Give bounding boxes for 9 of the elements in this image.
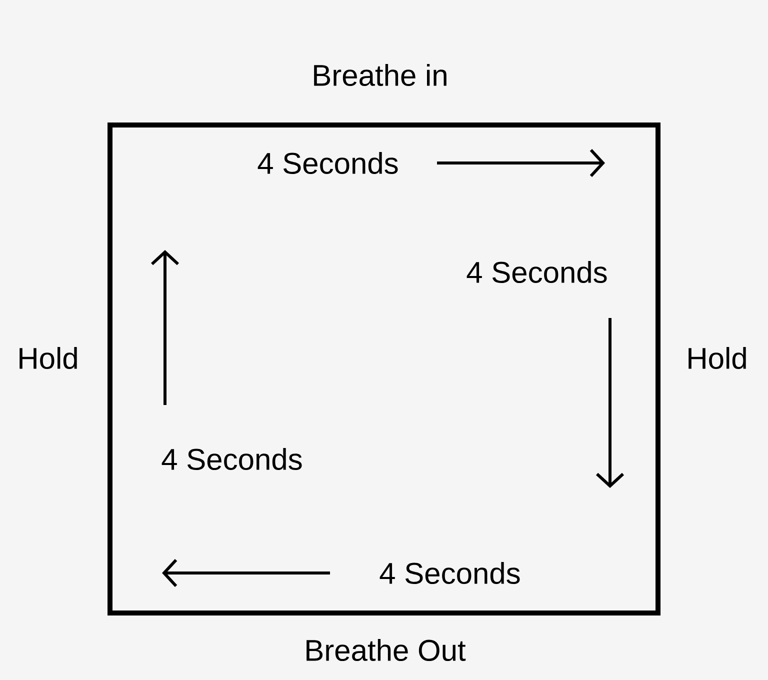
duration-label: 4 Seconds	[258, 152, 398, 174]
side-label: Hold	[20, 347, 77, 370]
side-label: Breathe Out	[306, 639, 466, 662]
duration-label: 4 Seconds	[162, 448, 302, 470]
duration-label: 4 Seconds	[380, 562, 520, 584]
side-label: Hold	[688, 347, 746, 370]
duration-label: 4 Seconds	[466, 261, 607, 284]
side-label: Breathe in	[314, 64, 446, 86]
square-box	[108, 122, 660, 616]
